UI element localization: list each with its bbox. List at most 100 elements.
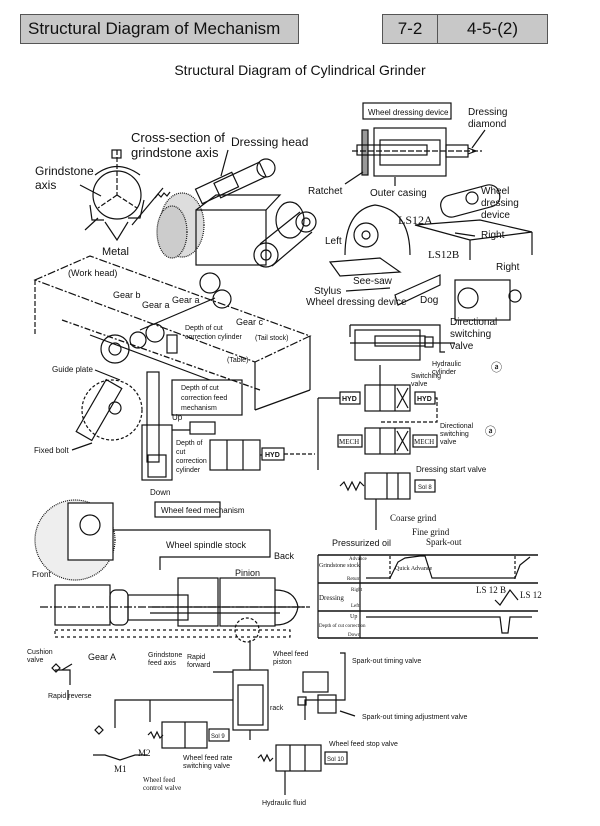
label-right-top: Right: [481, 230, 505, 241]
label-depth-feed-3: mechanism: [181, 405, 217, 412]
label-depth-feed-2: correction feed: [181, 395, 227, 402]
label-mech-2: MECH: [414, 438, 434, 446]
label-depth-cyl2-1: Depth of: [176, 440, 203, 447]
label-dsv2-2: switching: [440, 431, 469, 438]
label-m2: M2: [138, 748, 151, 758]
label-directional-switching-valve-2: switching: [450, 329, 491, 340]
label-rack: rack: [270, 705, 284, 712]
machine-table: [33, 255, 312, 411]
chart-row2-name: Dressing: [319, 594, 344, 602]
label-rapid-reverse: Rapid reverse: [48, 693, 92, 700]
label-pinion: Pinion: [235, 568, 260, 578]
chart-row1-bottom: Return: [347, 577, 361, 582]
label-grindstone-axis-2: axis: [35, 178, 56, 192]
label-wheel-dressing-device-right-3: device: [481, 210, 510, 221]
wheel-dressing-device-box: [362, 102, 452, 120]
spindle-assembly: [40, 577, 310, 643]
label-hydraulic-cylinder-2: cylinder: [432, 369, 457, 376]
cushion-valve: [51, 663, 73, 700]
label-wheel-feed-rate-2: switching valve: [183, 763, 230, 770]
mech-box-2: [412, 434, 438, 448]
label-hydraulic-cylinder-1: Hydraulic: [432, 361, 462, 368]
label-wheel-feed-piston-2: piston: [273, 659, 292, 666]
spark-out-timing-valve: [297, 652, 346, 720]
label-table: (Table): [227, 357, 248, 364]
label-dressing-diamond-1: Dressing: [468, 107, 507, 118]
label-cross-section-1: Cross-section of: [131, 130, 225, 145]
label-hyd-1: HYD: [265, 452, 280, 459]
label-guide-plate: Guide plate: [52, 365, 93, 374]
label-dressing-start-valve: Dressing start valve: [416, 465, 487, 474]
sol8-box: [414, 479, 436, 493]
label-ls12b: LS12B: [428, 249, 459, 261]
label-pressurized-oil: Pressurized oil: [332, 538, 391, 548]
page-number: 4-5-(2): [437, 14, 548, 44]
label-spark-out-timing-valve: Spark-out timing valve: [352, 658, 421, 665]
chart-annotation-ls12: LS 12: [520, 590, 542, 600]
label-m1: M1: [114, 764, 127, 774]
label-sol10: Sol 10: [327, 757, 345, 763]
section-number: 7-2: [382, 14, 438, 44]
timing-chart: [317, 554, 538, 639]
label-depth-cyl2-3: correction: [176, 458, 207, 465]
chart-annotation-quick-advance: Quick Advance: [395, 566, 432, 572]
sol9-box: [208, 728, 230, 742]
label-switching-valve-1: Switching: [411, 373, 441, 380]
depth-valve: [172, 421, 262, 471]
sol10-box: [324, 751, 348, 765]
label-dog: Dog: [420, 295, 438, 306]
label-cushion-valve-2: valve: [27, 657, 43, 664]
label-down: Down: [150, 488, 170, 497]
chart-row1-name: Grindstone stock: [319, 563, 360, 569]
label-see-saw: See-saw: [353, 276, 393, 287]
chart-row3-top: Up: [350, 614, 357, 620]
chart-row2-bottom: Left: [351, 604, 360, 609]
label-hyd-3: HYD: [417, 396, 432, 403]
label-depth-cyl2-2: cut: [176, 449, 185, 456]
label-left: Left: [325, 236, 342, 247]
switching-valve: [364, 365, 411, 412]
label-depth-cyl2-4: cylinder: [176, 467, 201, 474]
label-wheel-feed-control-1: Wheel feed: [143, 776, 176, 784]
chart-row3-name: Depth of cut correction: [319, 624, 366, 629]
label-depth-cyl-2: correction cylinder: [185, 334, 242, 341]
diagram-subtitle: Structural Diagram of Cylindrical Grinde…: [174, 62, 426, 78]
dressing-start-valve: [339, 472, 411, 530]
dressing-mechanism: [328, 184, 533, 321]
label-back: Back: [274, 551, 295, 561]
wheel-feed-rate-valve: [114, 699, 233, 749]
label-gear-a1: Gear a: [142, 300, 170, 310]
label-fine-grind: Fine grind: [412, 527, 450, 537]
hydraulic-cylinder: [349, 324, 455, 361]
label-tail-stock: (Tail stock): [255, 335, 288, 342]
chart-annotation-ls12b: LS 12 B: [476, 585, 506, 595]
label-stylus: Stylus: [314, 286, 341, 297]
label-wheel-feed-piston-1: Wheel feed: [273, 651, 309, 658]
label-front: Front: [32, 570, 51, 579]
label-dsv2-1: Directional: [440, 423, 474, 430]
header-title: Structural Diagram of Mechanism: [20, 14, 299, 44]
depth-feed-mechanism-box: [171, 379, 243, 416]
label-directional-switching-valve-3: valve: [450, 341, 474, 352]
wheel-feed-cylinder: [213, 640, 269, 740]
label-switching-valve-2: valve: [411, 381, 427, 388]
label-wheel-dressing-device-bottom: Wheel dressing device: [306, 297, 407, 308]
label-fixed-bolt: Fixed bolt: [34, 446, 69, 455]
label-grindstone-feed-axis-2: feed axis: [148, 660, 177, 667]
label-metal: Metal: [102, 246, 129, 258]
directional-switching-valve: [364, 427, 411, 455]
label-up: Up: [172, 413, 183, 422]
label-coarse-grind: Coarse grind: [390, 513, 437, 523]
label-wheel-dressing-device-right-1: Wheel: [481, 186, 509, 197]
label-hydraulic-fluid: Hydraulic fluid: [262, 800, 306, 807]
label-wheel-feed-stop-valve: Wheel feed stop valve: [329, 741, 398, 748]
label-mech-1: MECH: [339, 438, 359, 446]
label-right-bottom: Right: [496, 262, 520, 273]
label-depth-feed-1: Depth of cut: [181, 385, 219, 392]
label-ratchet: Ratchet: [308, 186, 343, 197]
label-dressing-diamond-2: diamond: [468, 119, 506, 130]
label-circle-a-2: ⓐ: [485, 425, 496, 438]
label-gear-A: Gear A: [88, 652, 116, 662]
label-wheel-feed-mechanism: Wheel feed mechanism: [161, 506, 245, 515]
